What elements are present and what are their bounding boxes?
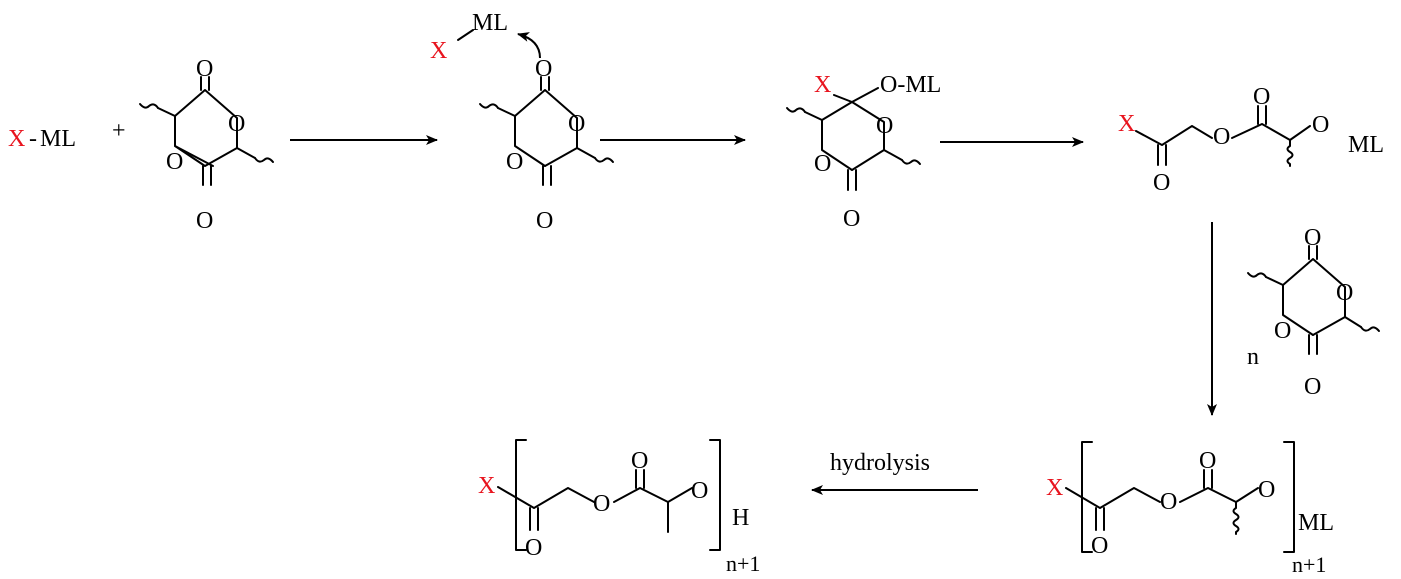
open-o-carbonyl-1: O xyxy=(1153,170,1170,196)
polymer-metal-o-carbonyl-1: O xyxy=(1091,533,1108,559)
tetrahedral-intermediate: X O-ML O O O xyxy=(786,72,941,232)
coordination-o-bottom: O xyxy=(536,208,553,234)
lactide-2: O O O O xyxy=(1247,225,1380,400)
lactide-1: O O O O xyxy=(139,56,274,234)
polymer-final-x-label: X xyxy=(478,473,495,499)
coordination-o-top: O xyxy=(535,56,552,82)
lactide-2-o-top: O xyxy=(1304,225,1321,251)
reagent-ml-label: ML xyxy=(40,126,76,152)
hydrolysis-label: hydrolysis xyxy=(830,450,930,476)
polymer-final-o-carbonyl-1: O xyxy=(525,535,542,561)
open-x-label: X xyxy=(1118,111,1135,137)
polymer-final: X O O O O H n+1 xyxy=(478,439,760,576)
lactide-2-o-bottom: O xyxy=(1304,374,1321,400)
open-o-terminal: O xyxy=(1312,112,1329,138)
polymer-metal-subscript: n+1 xyxy=(1292,552,1326,577)
polymer-metal-o-ester: O xyxy=(1160,489,1177,515)
monomer-equiv-label: n xyxy=(1247,344,1259,370)
coordination-o-ring-right: O xyxy=(568,111,585,137)
coordination-o-ring-left: O xyxy=(506,149,523,175)
polymer-final-o-ester: O xyxy=(593,491,610,517)
polymer-final-h-label: H xyxy=(732,505,749,531)
polymer-metal-x-label: X xyxy=(1046,475,1063,501)
intermediate-x-label: X xyxy=(814,72,831,98)
lactide-1-o-ring-right: O xyxy=(228,111,245,137)
intermediate-oml-label: O-ML xyxy=(880,72,941,98)
open-o-carbonyl-2: O xyxy=(1253,84,1270,110)
plus-sign: + xyxy=(112,118,126,144)
coordination-ml-label: ML xyxy=(472,10,508,36)
intermediate-o-ring-left: O xyxy=(814,151,831,177)
ring-opened-species: X O O O O ML xyxy=(1118,84,1384,196)
coordination-complex: X ML O O O O xyxy=(430,10,614,234)
reagent-dash: - xyxy=(29,126,37,152)
reagent-xml: X - ML xyxy=(8,126,76,152)
polymer-final-o-carbonyl-2: O xyxy=(631,448,648,474)
polymer-final-subscript: n+1 xyxy=(726,551,760,576)
polymer-metal-o-carbonyl-2: O xyxy=(1199,448,1216,474)
polymer-metal-ml-label: ML xyxy=(1298,510,1334,536)
intermediate-o-bottom: O xyxy=(843,206,860,232)
lactide-2-o-ring-right: O xyxy=(1336,280,1353,306)
open-o-ester: O xyxy=(1213,124,1230,150)
polymer-final-o-terminal: O xyxy=(691,478,708,504)
lactide-1-o-bottom: O xyxy=(196,208,213,234)
reagent-x-label: X xyxy=(8,126,25,152)
polymer-metal-o-terminal: O xyxy=(1258,477,1275,503)
lactide-1-o-top: O xyxy=(196,56,213,82)
intermediate-o-ring-right: O xyxy=(876,113,893,139)
open-ml-label: ML xyxy=(1348,132,1384,158)
coordination-x-label: X xyxy=(430,38,447,64)
lactide-2-o-ring-left: O xyxy=(1274,318,1291,344)
lactide-1-o-ring-left: O xyxy=(166,149,183,175)
polymer-metal: X O O O O ML n+1 xyxy=(1046,441,1334,577)
